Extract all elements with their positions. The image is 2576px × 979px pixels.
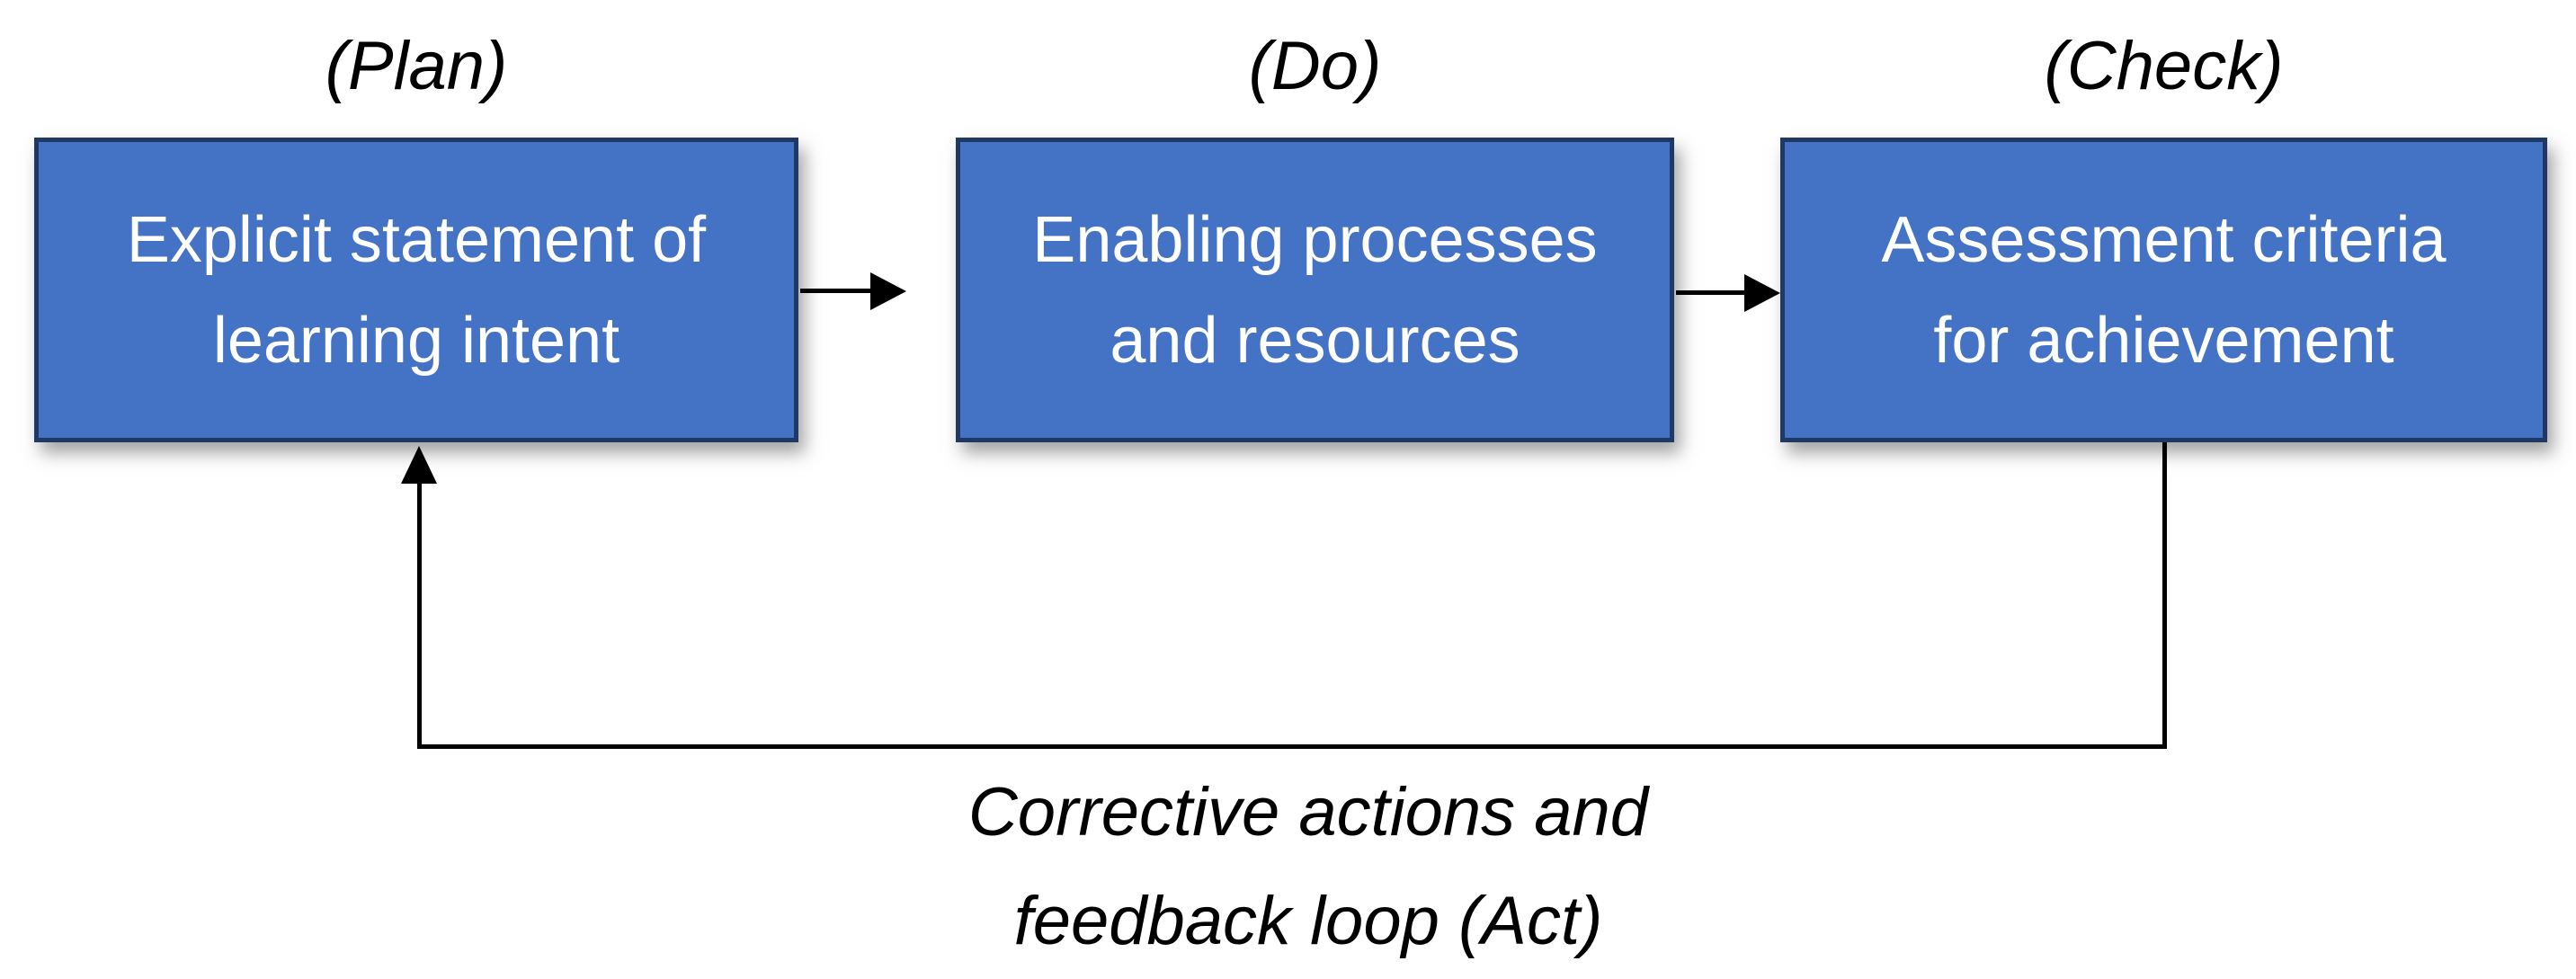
stage-box-plan: Explicit statement of learning intent xyxy=(34,138,798,442)
stage-box-do-line2: and resources xyxy=(1110,304,1520,377)
feedback-caption-line2: feedback loop (Act) xyxy=(1013,883,1603,959)
feedback-line-up xyxy=(417,482,422,749)
phase-label-do: (Do) xyxy=(1248,28,1382,104)
stage-box-check: Assessment criteria for achievement xyxy=(1780,138,2547,442)
arrow-right-icon xyxy=(870,272,906,310)
arrow-up-icon xyxy=(401,446,437,484)
stage-box-check-text: Assessment criteria for achievement xyxy=(1881,190,2446,391)
connector-plan-to-do-line xyxy=(800,289,874,293)
stage-box-do-line1: Enabling processes xyxy=(1032,203,1598,276)
phase-label-check: (Check) xyxy=(2044,28,2284,104)
feedback-caption: Corrective actions and feedback loop (Ac… xyxy=(787,758,1830,975)
stage-box-check-line2: for achievement xyxy=(1933,304,2394,377)
connector-do-to-check-line xyxy=(1676,290,1746,295)
arrow-right-icon xyxy=(1744,274,1780,312)
phase-label-plan: (Plan) xyxy=(325,28,508,104)
stage-box-do: Enabling processes and resources xyxy=(956,138,1674,442)
feedback-line-horizontal xyxy=(417,744,2167,749)
stage-box-plan-line2: learning intent xyxy=(212,304,620,377)
stage-box-plan-line1: Explicit statement of xyxy=(126,203,707,276)
feedback-line-down xyxy=(2162,442,2167,749)
feedback-caption-line1: Corrective actions and xyxy=(967,774,1649,850)
stage-box-plan-text: Explicit statement of learning intent xyxy=(127,190,706,391)
stage-box-do-text: Enabling processes and resources xyxy=(1032,190,1597,391)
stage-box-check-line1: Assessment criteria xyxy=(1881,203,2447,276)
